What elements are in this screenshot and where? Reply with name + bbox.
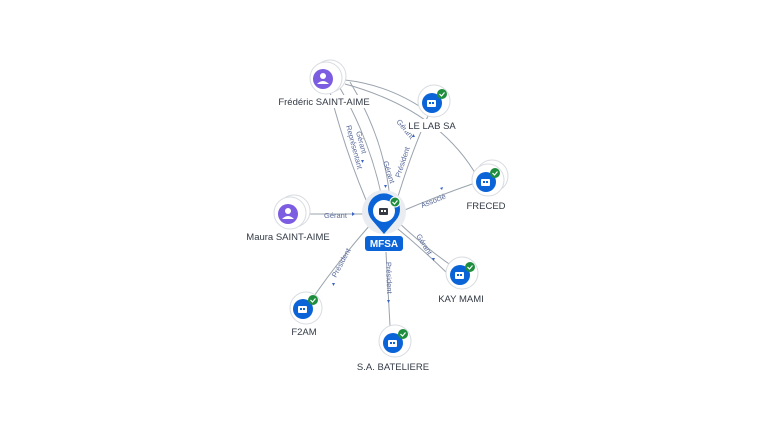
- node-lelab[interactable]: LE LAB SA: [406, 84, 458, 132]
- node-label: LE LAB SA: [408, 121, 456, 132]
- node-label: S.A. BATELIERE: [357, 362, 429, 373]
- edge-mfsa-bateliere: [385, 251, 391, 327]
- edge-label: Gérant: [324, 211, 348, 220]
- edge-label: Président: [330, 246, 353, 279]
- edge-mfsa-frederic-president: [349, 81, 391, 201]
- node-label: FRECED: [466, 201, 505, 212]
- arrow-icon: [440, 187, 443, 190]
- arrows-layer: [332, 134, 443, 303]
- arrow-icon: [384, 185, 387, 188]
- edge-mfsa-freced: [399, 182, 476, 213]
- node-label: Frédéric SAINT-AIME: [278, 97, 369, 108]
- node-freced[interactable]: FRECED: [462, 159, 510, 212]
- node-label: KAY MAMI: [438, 294, 484, 305]
- center-label-badge: [365, 236, 403, 251]
- node-f2am[interactable]: F2AM: [284, 291, 324, 338]
- node-center-mfsa[interactable]: MFSA: [362, 190, 406, 251]
- node-kaymami[interactable]: KAY MAMI: [432, 256, 490, 305]
- node-frederic[interactable]: Frédéric SAINT-AIME: [274, 59, 374, 108]
- node-label: Maura SAINT-AIME: [246, 232, 329, 243]
- arrow-icon: [361, 160, 364, 163]
- edge-label: Gérant: [414, 232, 434, 257]
- node-bateliere[interactable]: S.A. BATELIERE: [353, 324, 433, 373]
- edge-label: Président: [384, 262, 394, 295]
- arrow-icon: [352, 212, 355, 216]
- verified-check-icon: [437, 89, 447, 99]
- verified-check-icon: [490, 168, 500, 178]
- verified-check-icon: [465, 262, 475, 272]
- arrow-icon: [387, 300, 390, 303]
- arrow-icon: [332, 283, 335, 286]
- center-label: MFSA: [370, 239, 398, 250]
- node-maura[interactable]: Maura SAINT-AIME: [240, 194, 336, 243]
- company-icon: [379, 208, 388, 215]
- edge-label: Associé: [419, 192, 447, 210]
- verified-check-icon: [398, 329, 408, 339]
- verified-check-icon: [389, 196, 401, 208]
- arrow-icon: [412, 134, 415, 137]
- verified-check-icon: [308, 295, 318, 305]
- arrow-icon: [432, 258, 435, 261]
- node-label: F2AM: [291, 327, 316, 338]
